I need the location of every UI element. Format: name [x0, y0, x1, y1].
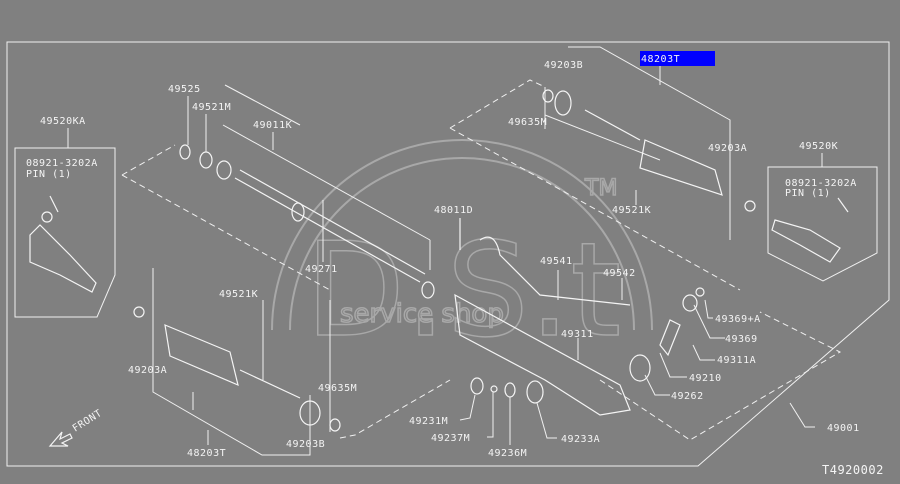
- part-label-49231m[interactable]: 49231M: [409, 416, 448, 427]
- part-label-49311a[interactable]: 49311A: [717, 355, 756, 366]
- part-label-49311[interactable]: 49311: [561, 329, 594, 340]
- part-label-49520k[interactable]: 49520K: [799, 141, 838, 152]
- part-label-49635m-top[interactable]: 49635M: [508, 117, 547, 128]
- part-label-48203t-top[interactable]: 48203T: [641, 54, 680, 65]
- right-boot: [542, 89, 756, 212]
- part-label-49203b-top[interactable]: 49203B: [544, 60, 583, 71]
- front-label: FRONT: [71, 408, 104, 435]
- part-label-49271[interactable]: 49271: [305, 264, 338, 275]
- part-label-49203a-left[interactable]: 49203A: [128, 365, 167, 376]
- watermark-tm: TM: [584, 176, 617, 201]
- part-label-49237m[interactable]: 49237M: [431, 433, 470, 444]
- part-label-49233a[interactable]: 49233A: [561, 434, 600, 445]
- watermark-tagline: service shop: [340, 299, 504, 329]
- part-label-49011k[interactable]: 49011K: [253, 120, 292, 131]
- part-label-49542[interactable]: 49542: [603, 268, 636, 279]
- part-label-49001[interactable]: 49001: [827, 423, 860, 434]
- right-tie-rod-end-box: [767, 166, 878, 282]
- left-tie-rod-end-box: [14, 147, 116, 318]
- part-label-49541[interactable]: 49541: [540, 256, 573, 267]
- part-label-pin-right-code[interactable]: 08921-3202A: [785, 178, 857, 189]
- part-label-48011d[interactable]: 48011D: [434, 205, 473, 216]
- part-label-49203b-bottom[interactable]: 49203B: [286, 439, 325, 450]
- watermark-logo: D.S.t TM service shop: [271, 139, 653, 367]
- part-label-pin-right: PIN (1): [785, 188, 831, 199]
- watermark-brand: D.S.t: [305, 214, 621, 366]
- diagram-frame: [6, 41, 890, 467]
- part-label-pin-left-code[interactable]: 08921-3202A: [26, 158, 98, 169]
- right-tie-rod-end: [771, 197, 849, 263]
- highlighted-part-box: [640, 51, 715, 66]
- part-label-49520ka[interactable]: 49520KA: [40, 116, 86, 127]
- gear-housing: [454, 218, 705, 416]
- part-label-49236m[interactable]: 49236M: [488, 448, 527, 459]
- part-label-48203t-bottom[interactable]: 48203T: [187, 448, 226, 459]
- part-label-49210[interactable]: 49210: [689, 373, 722, 384]
- left-tie-rod-end: [29, 195, 97, 293]
- part-label-49521k-left[interactable]: 49521K: [219, 289, 258, 300]
- left-boot: [133, 306, 341, 432]
- part-label-49369a[interactable]: 49369+A: [715, 314, 761, 325]
- inner-rack-shaft: [234, 169, 435, 299]
- part-label-49203a-right[interactable]: 49203A: [708, 143, 747, 154]
- part-label-49262[interactable]: 49262: [671, 391, 704, 402]
- part-label-49525[interactable]: 49525: [168, 84, 201, 95]
- part-label-pin-left: PIN (1): [26, 169, 72, 180]
- part-labels: 49525 49521M 49011K 49520KA 08921-3202A …: [26, 54, 884, 477]
- part-label-49521m[interactable]: 49521M: [192, 102, 231, 113]
- part-label-49521k-top[interactable]: 49521K: [612, 205, 651, 216]
- part-label-49635m-left[interactable]: 49635M: [318, 383, 357, 394]
- diagram-code: T4920002: [822, 463, 884, 477]
- part-label-49369[interactable]: 49369: [725, 334, 758, 345]
- front-direction-indicator: FRONT: [48, 408, 104, 447]
